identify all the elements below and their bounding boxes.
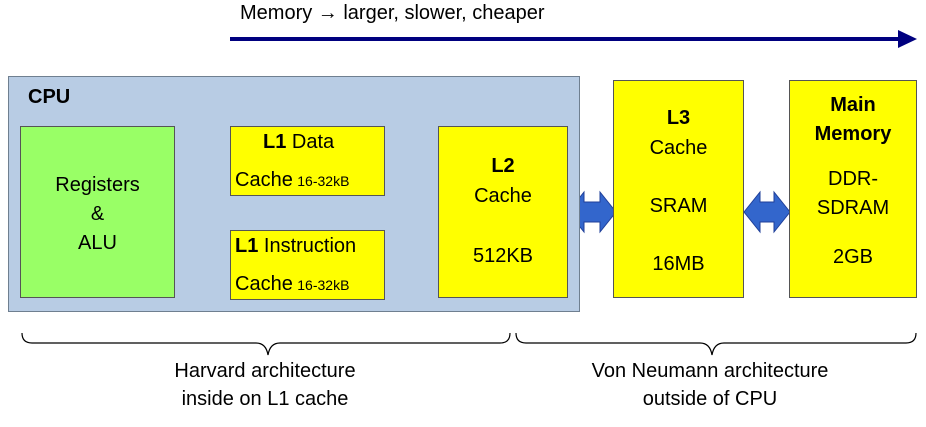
harvard-line-1: Harvard architecture <box>174 360 356 382</box>
main-memory-title-1: Main <box>830 94 876 116</box>
von-neumann-line-2: outside of CPU <box>642 388 778 410</box>
l1-instr-title: L1 <box>235 235 259 257</box>
main-memory-size: 2GB <box>832 246 874 268</box>
l1-data-name: Data <box>291 131 335 153</box>
l1-instr-name: Instruction <box>263 235 357 257</box>
l1-data-line2: Cache <box>235 169 293 191</box>
registers-alu-box: Registers & ALU <box>20 126 175 298</box>
main-memory-tech-1: DDR- <box>828 168 878 190</box>
von-neumann-line-1: Von Neumann architecture <box>591 360 829 382</box>
l2-cache-box: L2 Cache 512KB <box>438 126 568 298</box>
alu-label: ALU <box>78 232 117 254</box>
l1-instr-size: 16-32kB <box>297 277 350 293</box>
cpu-label: CPU <box>28 86 71 108</box>
harvard-line-2: inside on L1 cache <box>181 388 349 410</box>
l1-data-cache-box: L1 Data Cache 16-32kB <box>230 126 385 196</box>
l1-data-title: L1 <box>263 131 287 153</box>
l1-instruction-cache-box: L1 Instruction Cache 16-32kB <box>230 230 385 300</box>
main-memory-tech-2: SDRAM <box>816 197 890 219</box>
memory-trend-label: Memory → larger, slower, cheaper <box>240 2 545 24</box>
l2-size: 512KB <box>472 245 534 267</box>
l3-tech: SRAM <box>649 195 708 217</box>
harvard-brace <box>21 332 511 356</box>
main-memory-box: Main Memory DDR- SDRAM 2GB <box>789 80 917 298</box>
l3-title: L3 <box>666 107 691 129</box>
l3-size: 16MB <box>652 253 705 275</box>
l3-cache-box: L3 Cache SRAM 16MB <box>613 80 744 298</box>
registers-label: Registers <box>55 174 140 196</box>
main-memory-title-2: Memory <box>814 123 892 145</box>
l1-data-size: 16-32kB <box>297 173 350 189</box>
l2-title: L2 <box>491 155 515 177</box>
trend-arrow-head <box>898 30 917 48</box>
ampersand-label: & <box>90 203 105 225</box>
arrow-l3-main <box>743 190 791 234</box>
harvard-caption: Harvard architecture inside on L1 cache <box>130 357 400 413</box>
l3-line2: Cache <box>649 137 708 159</box>
l2-line2: Cache <box>474 185 532 207</box>
von-neumann-caption: Von Neumann architecture outside of CPU <box>555 357 865 413</box>
von-neumann-brace <box>515 332 917 356</box>
l1-instr-line2: Cache <box>235 273 293 295</box>
